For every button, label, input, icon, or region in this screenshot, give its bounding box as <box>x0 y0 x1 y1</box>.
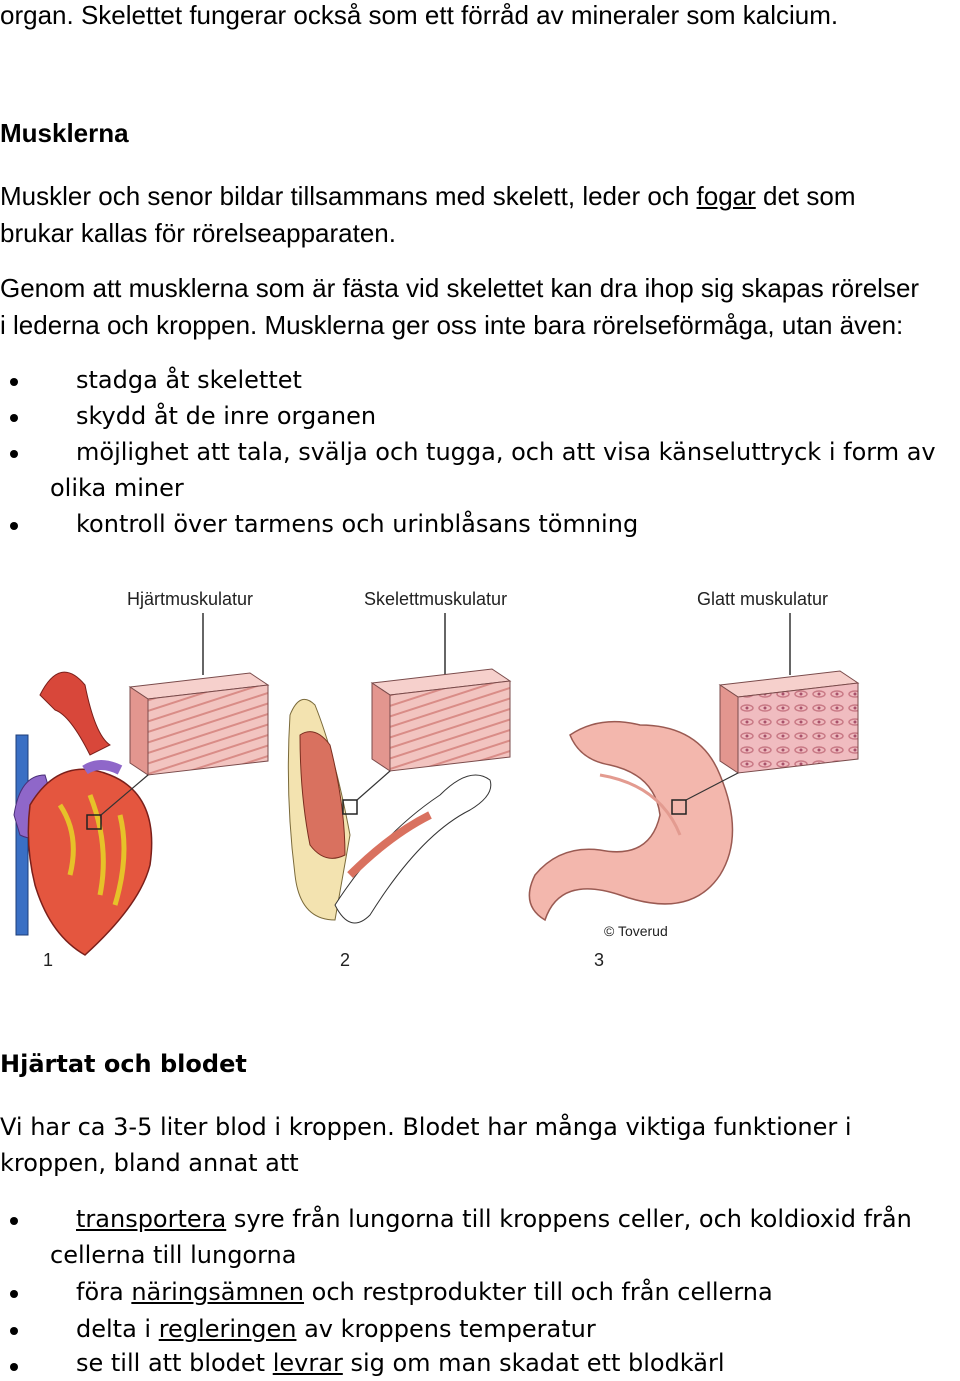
text-fragment: delta i <box>76 1315 159 1343</box>
bullet-icon <box>10 1290 18 1298</box>
paragraph-line: brukar kallas för rörelseapparaten. <box>0 218 396 248</box>
list-item-text: möjlighet att tala, svälja och tugga, oc… <box>76 438 936 466</box>
smooth-tissue-block <box>718 670 860 774</box>
arm-illustration <box>287 698 492 924</box>
figure-number: 3 <box>594 950 604 970</box>
link-fogar[interactable]: fogar <box>696 181 756 211</box>
bullet-icon <box>10 1327 18 1335</box>
text-fragment: föra <box>76 1278 132 1306</box>
muscle-types-figure: Hjärtmuskulatur Skelettmuskulatur Glatt … <box>13 589 860 970</box>
link-naringsamnen[interactable]: näringsämnen <box>131 1278 305 1306</box>
text-fragment: se till att blodet <box>76 1349 273 1377</box>
bullet-icon <box>10 522 18 530</box>
list-item-text: stadga åt skelettet <box>76 366 302 394</box>
bullet-icon <box>10 1363 18 1371</box>
text-fragment: av kroppens temperatur <box>296 1315 596 1343</box>
list-item-text: delta i regleringen av kroppens temperat… <box>76 1311 596 1347</box>
text-fragment: det som <box>755 181 856 211</box>
text-fragment: och restprodukter till och från cellerna <box>304 1278 773 1306</box>
link-levrar[interactable]: levrar <box>272 1349 343 1377</box>
list-item-text: se till att blodet levrar sig om man ska… <box>76 1345 725 1381</box>
list-item-text: transportera syre från lungorna till kro… <box>76 1201 912 1237</box>
list-item-text: skydd åt de inre organen <box>76 402 377 430</box>
figure-label-skelettmuskulatur: Skelettmuskulatur <box>364 589 507 609</box>
text-fragment: Muskler och senor bildar tillsammans med… <box>0 181 697 211</box>
list-item-text: föra näringsämnen och restprodukter till… <box>76 1274 773 1310</box>
skeletal-tissue-block <box>370 668 512 772</box>
text-fragment: sig om man skadat ett blodkärl <box>342 1349 725 1377</box>
heart-illustration <box>13 671 153 956</box>
list-item-text: kontroll över tarmens och urinblåsans tö… <box>76 510 639 538</box>
paragraph-line: kroppen, bland annat att <box>0 1149 299 1177</box>
bullet-icon <box>10 414 18 422</box>
paragraph-line: Genom att musklerna som är fästa vid ske… <box>0 273 920 303</box>
text-fragment: syre från lungorna till kroppens celler,… <box>226 1205 912 1233</box>
stomach-illustration <box>528 720 739 922</box>
intro-text: organ. Skelettet fungerar också som ett … <box>0 0 839 30</box>
figure-credit: © Toverud <box>604 923 668 939</box>
bullet-icon <box>10 450 18 458</box>
figure-number: 1 <box>43 950 53 970</box>
list-item-continuation: cellerna till lungorna <box>50 1241 297 1269</box>
paragraph-line: Vi har ca 3-5 liter blod i kroppen. Blod… <box>0 1113 852 1141</box>
link-regleringen[interactable]: regleringen <box>158 1315 297 1343</box>
bullet-icon <box>10 378 18 386</box>
figure-label-glatt-muskulatur: Glatt muskulatur <box>697 589 828 609</box>
figure-number: 2 <box>340 950 350 970</box>
link-transportera[interactable]: transportera <box>76 1205 227 1233</box>
bullet-icon <box>10 1217 18 1225</box>
section-heading-musklerna: Musklerna <box>0 118 129 148</box>
section-heading-hjartat: Hjärtat och blodet <box>0 1050 247 1078</box>
paragraph-line: i lederna och kroppen. Musklerna ger oss… <box>0 310 904 340</box>
cardiac-tissue-block <box>128 672 270 776</box>
figure-label-hjartmuskulatur: Hjärtmuskulatur <box>127 589 253 609</box>
paragraph-line: Muskler och senor bildar tillsammans med… <box>0 178 856 214</box>
list-item-continuation: olika miner <box>50 474 184 502</box>
